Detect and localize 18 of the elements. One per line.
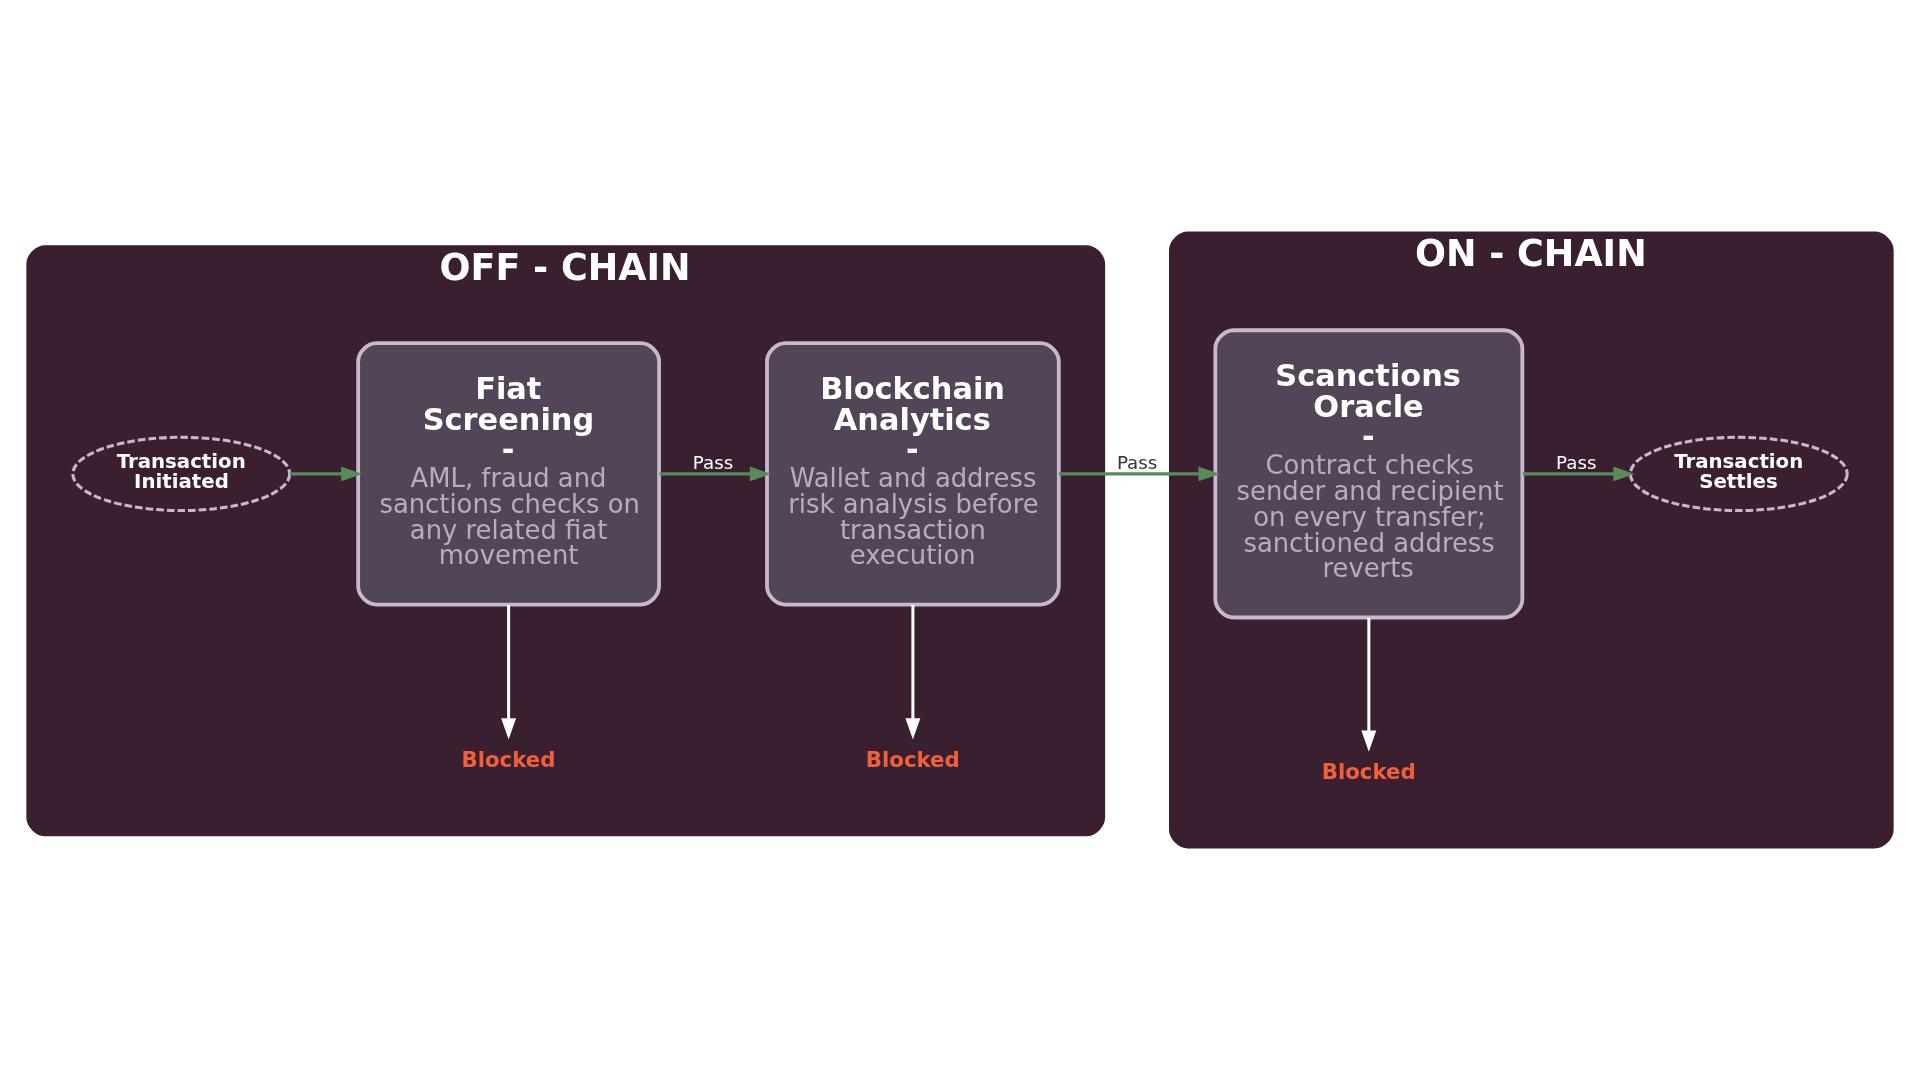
edge-label: Pass xyxy=(1116,451,1158,473)
arrow xyxy=(1361,618,1377,752)
edge-label: Pass xyxy=(692,451,734,473)
arrow xyxy=(289,466,363,482)
node-ellipse: Transaction Settles xyxy=(1628,435,1849,512)
node-text: Blocked xyxy=(1321,758,1416,784)
arrow xyxy=(1522,466,1635,482)
arrow xyxy=(659,466,772,482)
node-text: Blocked xyxy=(461,746,556,772)
node-text: Blocked xyxy=(865,746,960,772)
arrow xyxy=(905,604,921,740)
node-box: Scanctions Oracle - Contract checks sender and recipient on every transfer; sanctioned address reverts xyxy=(1213,328,1525,620)
edge-label: Pass xyxy=(1556,451,1597,473)
arrow xyxy=(1058,466,1220,482)
node-ellipse: Transaction Initiated xyxy=(71,435,292,512)
node-box: Fiat Screening - AML, fraud and sanctions checks on any related fiat movement xyxy=(356,341,661,607)
node-box: Blockchain Analytics - Wallet and address risk analysis before transaction execution xyxy=(765,341,1061,607)
arrow xyxy=(501,604,517,740)
